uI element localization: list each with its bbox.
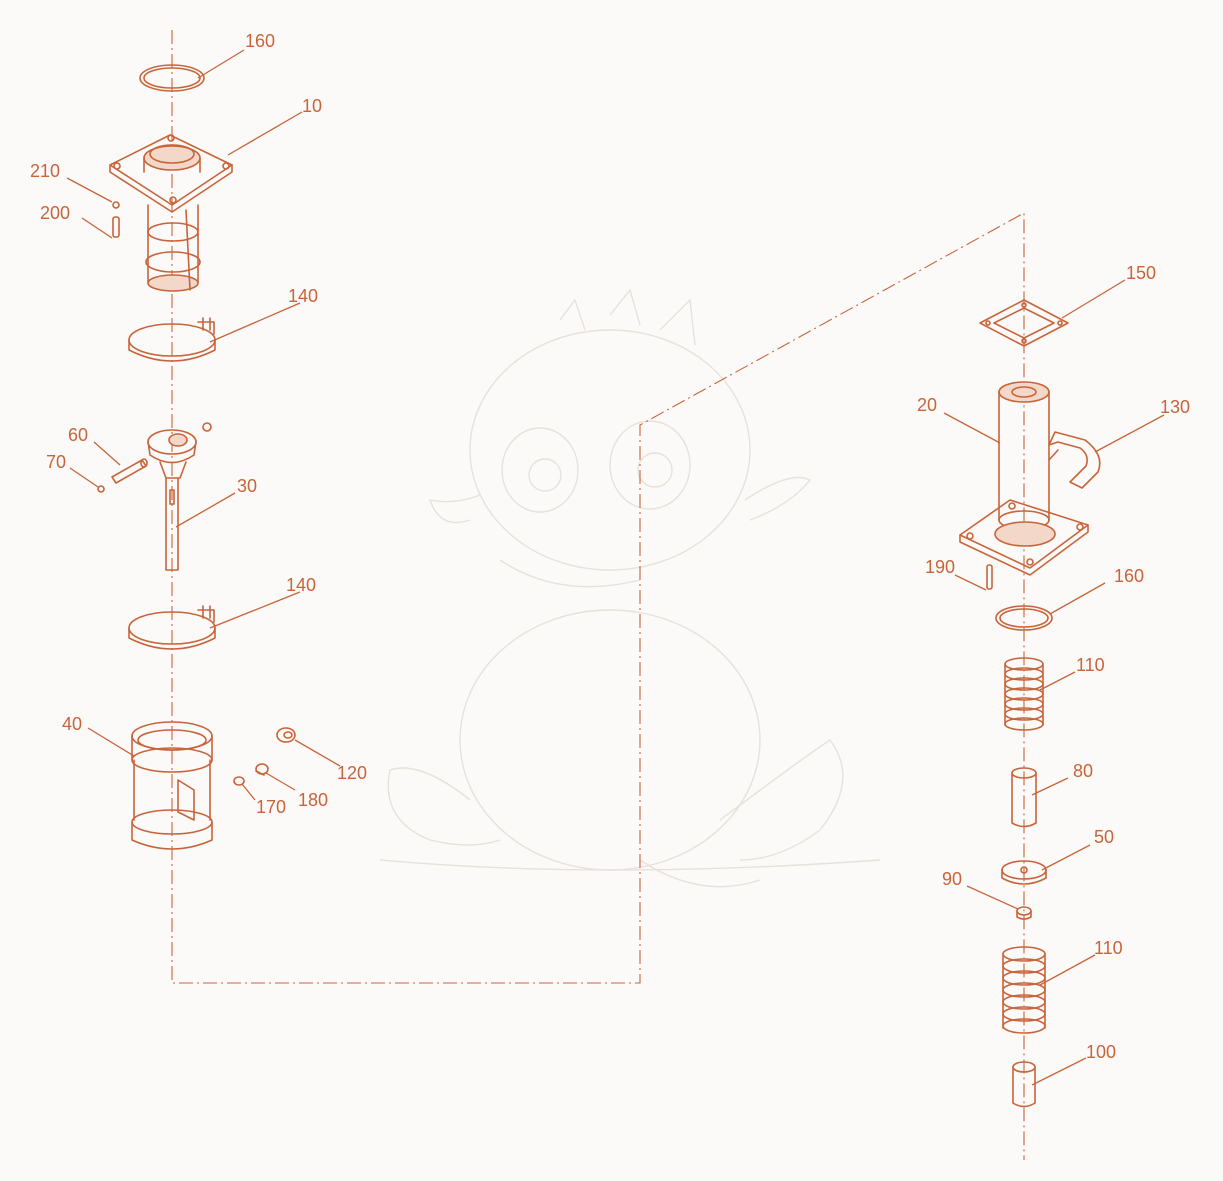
part-label-90: 90 bbox=[942, 869, 963, 889]
pin-60 bbox=[111, 458, 148, 484]
washer-70 bbox=[97, 485, 105, 493]
bushing-80 bbox=[1011, 767, 1037, 828]
part-label-160-top: 160 bbox=[245, 31, 276, 51]
tube-with-base-20 bbox=[959, 381, 1089, 576]
part-label-170: 170 bbox=[256, 797, 287, 817]
gasket-150 bbox=[979, 299, 1069, 347]
part-label-130: 130 bbox=[1160, 397, 1191, 417]
pin-190 bbox=[986, 564, 993, 590]
sleeve-100 bbox=[1012, 1061, 1036, 1108]
snap-ring-160-right bbox=[995, 605, 1053, 631]
part-label-80: 80 bbox=[1073, 761, 1094, 781]
spring-110-bottom bbox=[1002, 946, 1046, 1034]
part-label-60: 60 bbox=[68, 425, 89, 445]
part-label-50: 50 bbox=[1094, 827, 1115, 847]
part-label-20: 20 bbox=[917, 395, 938, 415]
flange-housing-10 bbox=[109, 134, 233, 292]
cylinder-body-40 bbox=[131, 721, 213, 850]
nut-170 bbox=[233, 776, 245, 786]
part-label-120: 120 bbox=[337, 763, 368, 783]
part-label-150: 150 bbox=[1126, 263, 1157, 283]
cap-120 bbox=[276, 727, 296, 743]
part-label-200: 200 bbox=[40, 203, 71, 223]
pin-200 bbox=[112, 216, 120, 238]
leader-lines bbox=[66, 49, 1165, 1086]
part-label-40: 40 bbox=[62, 714, 83, 734]
screw-210 bbox=[112, 201, 120, 209]
part-label-140-bottom: 140 bbox=[286, 575, 317, 595]
shaft-30 bbox=[147, 422, 212, 571]
part-label-70: 70 bbox=[46, 452, 67, 472]
part-label-10: 10 bbox=[302, 96, 323, 116]
fitting-180 bbox=[255, 763, 269, 776]
part-label-30: 30 bbox=[237, 476, 258, 496]
part-label-100: 100 bbox=[1086, 1042, 1117, 1062]
part-label-110-bottom: 110 bbox=[1094, 938, 1123, 958]
hose-clamp-140-bottom bbox=[128, 605, 216, 650]
watermark-illustration bbox=[379, 288, 881, 888]
part-label-140-top: 140 bbox=[288, 286, 319, 306]
center-lines bbox=[171, 30, 1025, 1160]
part-label-180: 180 bbox=[298, 790, 329, 810]
spring-110-top bbox=[1004, 657, 1044, 731]
disk-50 bbox=[1001, 860, 1047, 885]
handle-130 bbox=[1048, 431, 1101, 489]
part-label-210: 210 bbox=[30, 161, 61, 181]
part-label-110-top: 110 bbox=[1076, 655, 1105, 675]
nut-90 bbox=[1016, 906, 1032, 920]
snap-ring-160-top bbox=[139, 64, 205, 92]
part-label-160-right: 160 bbox=[1114, 566, 1145, 586]
part-label-190: 190 bbox=[925, 557, 956, 577]
